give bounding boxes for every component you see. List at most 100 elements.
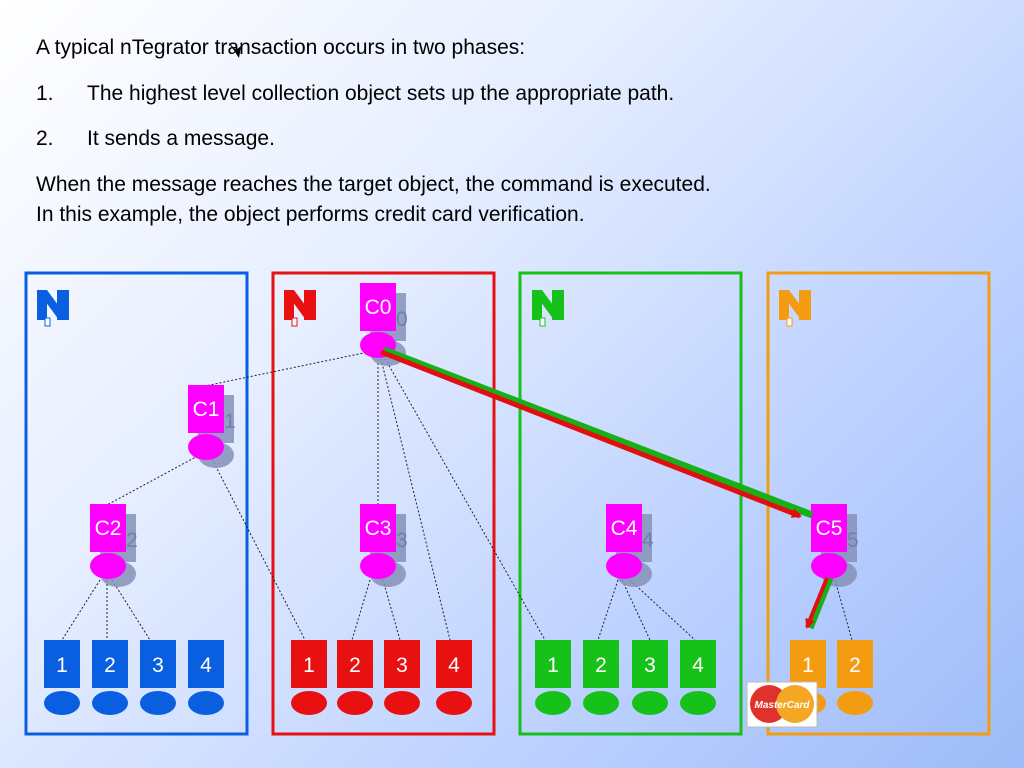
leaf-oval [632,691,668,715]
mastercard-logo: MasterCard [746,681,818,728]
leaf-red-2[interactable]: 2 [337,640,373,715]
leaf-label: 3 [644,654,656,677]
leaf-label: 1 [56,654,68,677]
node-shadow-label: 0 [396,308,408,331]
node-box [811,504,847,552]
node-shadow-label: 5 [847,529,859,552]
leaf-label: 4 [200,654,212,677]
leaf-box [790,640,826,688]
leaf-box [837,640,873,688]
n-logo-icon [532,290,564,327]
leaf-oval [535,691,571,715]
leaf-box [92,640,128,688]
leaf-red-1[interactable]: 1 [291,640,327,715]
leaf-box [44,640,80,688]
leaf-box [436,640,472,688]
leaf-red-4[interactable]: 4 [436,640,472,715]
leaf-oval [44,691,80,715]
node-oval [811,553,847,579]
node-box [360,283,396,331]
leaf-label: 1 [547,654,559,677]
leaf-orange-2[interactable]: 2 [837,640,873,715]
leaf-box [291,640,327,688]
leaf-oval [337,691,373,715]
leaf-label: 1 [802,654,814,677]
tree-connections [61,349,853,641]
node-label: C2 [95,517,122,540]
leaf-blue-1[interactable]: 1 [44,640,80,715]
leaf-green-1[interactable]: 1 [535,640,571,715]
leaf-oval [188,691,224,715]
leaf-oval [436,691,472,715]
node-shadow-label: 3 [396,529,408,552]
node-oval [90,553,126,579]
node-label: C1 [193,398,220,421]
leaf-label: 3 [396,654,408,677]
leaf-label: 4 [692,654,704,677]
leaf-box [583,640,619,688]
leaf-label: 2 [849,654,861,677]
leaf-green-4[interactable]: 4 [680,640,716,715]
n-logo-icon [779,290,811,327]
explanation-line-2: In this example, the object performs cre… [36,203,585,226]
leaf-label: 1 [303,654,315,677]
leaf-box [680,640,716,688]
node-label: C0 [365,296,392,319]
leaf-blue-2[interactable]: 2 [92,640,128,715]
leaf-box [535,640,571,688]
node-shadow-label: 4 [642,529,654,552]
node-label: C5 [816,517,843,540]
leaf-box [188,640,224,688]
node-oval [188,434,224,460]
leaf-blue-4[interactable]: 4 [188,640,224,715]
step-1-text: The highest level collection object sets… [87,82,675,105]
leaf-box [384,640,420,688]
leaf-green-2[interactable]: 2 [583,640,619,715]
leaf-oval [291,691,327,715]
node-label: C3 [365,517,392,540]
leaf-label: 2 [349,654,361,677]
message-path [380,346,834,630]
leaf-oval [384,691,420,715]
leaf-red-3[interactable]: 3 [384,640,420,715]
leaf-oval [140,691,176,715]
node-box [90,504,126,552]
leaf-oval [837,691,873,715]
leaf-green-3[interactable]: 3 [632,640,668,715]
explanation-line-1: When the message reaches the target obje… [36,173,711,196]
leaf-label: 3 [152,654,164,677]
leaf-box [140,640,176,688]
step-2-number: 2. [36,127,54,150]
step-2: 2. It sends a message. [36,127,275,151]
n-logo-icon [284,290,316,327]
collection-node-c2[interactable]: 2C2 [90,504,138,587]
panel-green [518,271,743,736]
n-logo-icon [37,290,69,327]
leaf-box [632,640,668,688]
node-label: C4 [611,517,638,540]
node-oval [606,553,642,579]
collection-node-c4[interactable]: 4C4 [606,504,654,587]
node-box [188,385,224,433]
step-2-text: It sends a message. [87,127,275,150]
leaf-label: 2 [104,654,116,677]
collection-node-c1[interactable]: 1C1 [188,385,236,468]
node-shadow-label: 2 [126,529,138,552]
cursor-arrow-icon [228,42,241,58]
node-oval [360,553,396,579]
node-box [606,504,642,552]
node-shadow-label: 1 [224,410,236,433]
leaf-box [337,640,373,688]
leaf-label: 4 [448,654,460,677]
node-box [360,504,396,552]
panel-blue [24,271,249,736]
leaf-oval [583,691,619,715]
leaf-oval [680,691,716,715]
intro-text: A typical nTegrator transaction occurs i… [36,36,526,59]
collection-node-c3[interactable]: 3C3 [360,504,408,587]
step-1-number: 1. [36,82,54,105]
collection-node-c5[interactable]: 5C5 [811,504,859,587]
leaf-blue-3[interactable]: 3 [140,640,176,715]
panel-red [271,271,496,736]
